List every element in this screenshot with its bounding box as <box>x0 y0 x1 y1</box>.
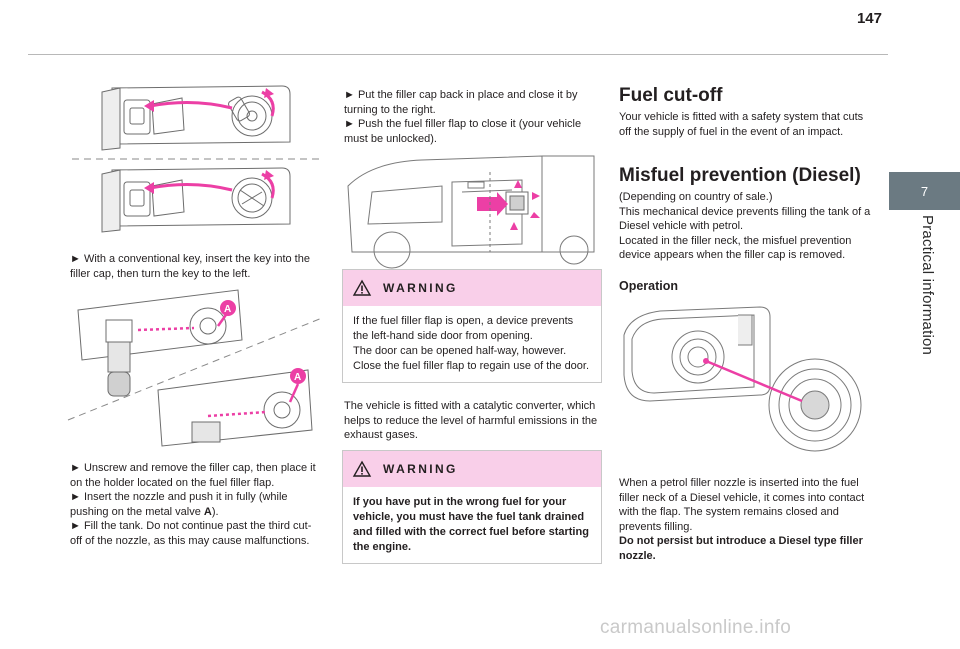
misfuel-device-illustration <box>623 306 862 452</box>
warning-header: WARNING <box>343 451 601 487</box>
callout-a-2: A <box>294 372 301 383</box>
warning-title: WARNING <box>383 281 458 295</box>
header-rule <box>28 54 888 55</box>
catalytic-text: The vehicle is fitted with a catalytic c… <box>344 400 598 441</box>
fuel-cutoff-title: Fuel cut-off <box>619 85 723 106</box>
col1-step1: ► With a conventional key, insert the ke… <box>70 253 310 280</box>
chapter-title: Practical information <box>919 215 936 356</box>
operation-body: When a petrol filler nozzle is inserted … <box>619 476 877 563</box>
fuel-cutoff-text: Your vehicle is fitted with a safety sys… <box>619 111 864 138</box>
van-side-door-illustration <box>347 155 595 269</box>
warning-header: WARNING <box>343 270 601 306</box>
col1-step3-suffix: ). <box>211 505 219 518</box>
valve-label: A <box>203 505 212 518</box>
callout-a-1: A <box>224 304 231 315</box>
operation-bold-text: Do not persist but introduce a Diesel ty… <box>619 535 863 562</box>
filler-cap-key-illustration <box>72 85 322 233</box>
col2-intro: ► Put the filler cap back in place and c… <box>344 88 602 146</box>
warning-triangle-icon <box>352 279 372 296</box>
chapter-number: 7 <box>889 172 960 210</box>
watermark: carmanualsonline.info <box>600 617 792 638</box>
warning-triangle-icon <box>352 460 372 477</box>
chapter-tab: 7 Practical information <box>889 0 960 649</box>
warning-text: If the fuel filler flap is open, a devic… <box>353 315 590 372</box>
col1-step3-prefix: ► Insert the nozzle and push it in fully… <box>70 491 288 518</box>
col2-step2: ► Push the fuel filler flap to close it … <box>344 118 582 145</box>
operation-text: When a petrol filler nozzle is inserted … <box>619 477 865 533</box>
col1-step4: ► Fill the tank. Do not continue past th… <box>70 520 312 547</box>
col2-step1: ► Put the filler cap back in place and c… <box>344 89 578 116</box>
misfuel-text: (Depending on country of sale.) This mec… <box>619 191 871 261</box>
page-number: 147 <box>856 10 882 27</box>
warning-title: WARNING <box>383 462 458 476</box>
operation-title: Operation <box>619 279 679 293</box>
warning-text: If you have put in the wrong fuel for yo… <box>353 496 589 553</box>
col1-step2: ► Unscrew and remove the filler cap, the… <box>70 462 316 489</box>
warning-box-door: WARNING If the fuel filler flap is open,… <box>342 269 602 383</box>
nozzle-valve-illustration: A A <box>67 289 323 447</box>
col1-step3: ► Insert the nozzle and push it in fully… <box>70 490 320 519</box>
misfuel-title: Misfuel prevention (Diesel) <box>619 165 861 186</box>
col1-steps: ► Unscrew and remove the filler cap, the… <box>70 461 320 548</box>
warning-box-fuel: WARNING If you have put in the wrong fue… <box>342 450 602 564</box>
